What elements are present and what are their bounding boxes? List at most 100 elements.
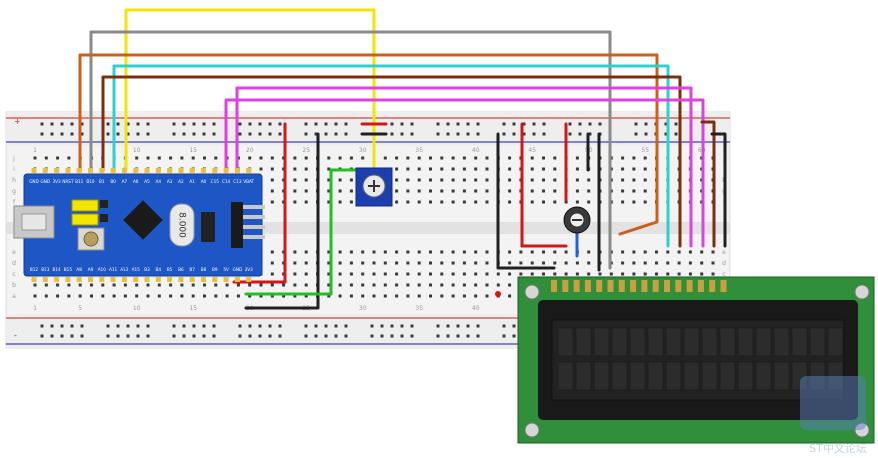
potentiometer-1[interactable] — [355, 167, 393, 207]
reset-button-cap[interactable] — [83, 231, 99, 247]
row-letter: c — [12, 271, 15, 278]
crystal-label: 8.000 — [177, 212, 187, 238]
hole — [553, 272, 557, 276]
mount-hole-tl — [524, 284, 540, 300]
mcu-pin-label: A6 — [133, 179, 139, 184]
rail-hole — [522, 132, 526, 136]
column-number: 25 — [302, 147, 310, 154]
rail-hole — [334, 324, 338, 328]
hole — [688, 250, 692, 254]
hole — [530, 189, 534, 193]
rail-hole — [60, 334, 64, 338]
rail-hole — [136, 334, 140, 338]
hole — [508, 261, 512, 265]
column-number: 55 — [641, 147, 649, 154]
wire-magenta-1 — [235, 86, 693, 248]
hole — [429, 294, 432, 298]
rail-hole — [304, 334, 308, 338]
hole — [666, 272, 670, 276]
hole — [259, 167, 263, 171]
hole — [632, 189, 636, 193]
rail-hole — [644, 132, 648, 136]
column-number: 10 — [133, 305, 141, 312]
rail-hole — [192, 122, 196, 126]
hole — [417, 261, 421, 265]
hole — [519, 261, 523, 265]
lcd-cell — [611, 327, 628, 357]
mcu-pin-label: 5V — [223, 267, 229, 272]
rail-hole — [202, 334, 206, 338]
mcu-pin-label: B0 — [110, 179, 116, 184]
mcu-pin-label: GND — [40, 179, 50, 184]
rail-hole — [314, 334, 318, 338]
lcd-cell — [719, 327, 736, 357]
mcu-pin-label: B12 — [30, 267, 39, 272]
rail-hole — [344, 132, 348, 136]
rail-hole — [304, 132, 308, 136]
column-number: 10 — [133, 147, 141, 154]
lcd-cell — [629, 361, 646, 391]
lcd-pin — [607, 280, 614, 292]
hole — [338, 261, 342, 265]
hole — [406, 189, 410, 193]
hole — [632, 250, 636, 254]
hole — [621, 272, 625, 276]
hole — [462, 272, 466, 276]
hole — [180, 156, 184, 160]
hole — [112, 283, 116, 287]
rail-hole — [248, 334, 252, 338]
mcu-pin-label: B9 — [212, 267, 218, 272]
rail-hole — [182, 324, 186, 328]
boot-jumper-1[interactable] — [71, 199, 99, 212]
row-letter: a — [12, 293, 16, 300]
hole — [462, 156, 466, 160]
hole — [508, 200, 512, 204]
hole — [655, 272, 658, 276]
mcu-pin — [212, 277, 218, 282]
mcu-pin-label: A15 — [132, 267, 141, 272]
hole — [496, 283, 500, 287]
hole — [293, 261, 297, 265]
rail-hole — [476, 122, 480, 126]
hole — [44, 283, 48, 287]
hole — [372, 272, 376, 276]
column-number: 30 — [359, 305, 367, 312]
rail-hole — [446, 132, 450, 136]
rail-hole — [238, 334, 242, 338]
hole — [508, 294, 512, 298]
rail-hole — [588, 132, 592, 136]
hole — [361, 283, 365, 287]
lcd-pin — [664, 280, 670, 292]
mcu-pin-label: B6 — [178, 267, 184, 272]
hole — [632, 178, 636, 182]
hole — [417, 283, 421, 287]
rail-hole — [400, 122, 404, 126]
hole — [248, 156, 252, 160]
rail-hole — [172, 334, 176, 338]
lcd-cell — [593, 361, 610, 391]
hole — [236, 294, 240, 298]
rail-hole — [182, 122, 186, 126]
rail-hole — [40, 132, 44, 136]
hole — [485, 272, 489, 276]
potentiometer-2[interactable] — [563, 206, 591, 234]
rail-hole — [370, 324, 374, 328]
wire-cyan — [112, 64, 670, 248]
mcu-pin-label: A9 — [88, 267, 94, 272]
hole — [474, 294, 478, 298]
hole — [508, 250, 512, 254]
boot-jumper-2[interactable] — [71, 213, 99, 226]
hole — [270, 261, 274, 265]
mcu-pin — [234, 277, 240, 282]
rail-hole — [466, 324, 470, 328]
hole — [327, 156, 331, 160]
hole — [67, 294, 71, 298]
rail-hole — [202, 324, 206, 328]
hole — [304, 272, 308, 276]
lcd-cell — [719, 361, 736, 391]
hole — [270, 200, 274, 204]
hole — [338, 189, 342, 193]
rail-hole — [258, 122, 262, 126]
